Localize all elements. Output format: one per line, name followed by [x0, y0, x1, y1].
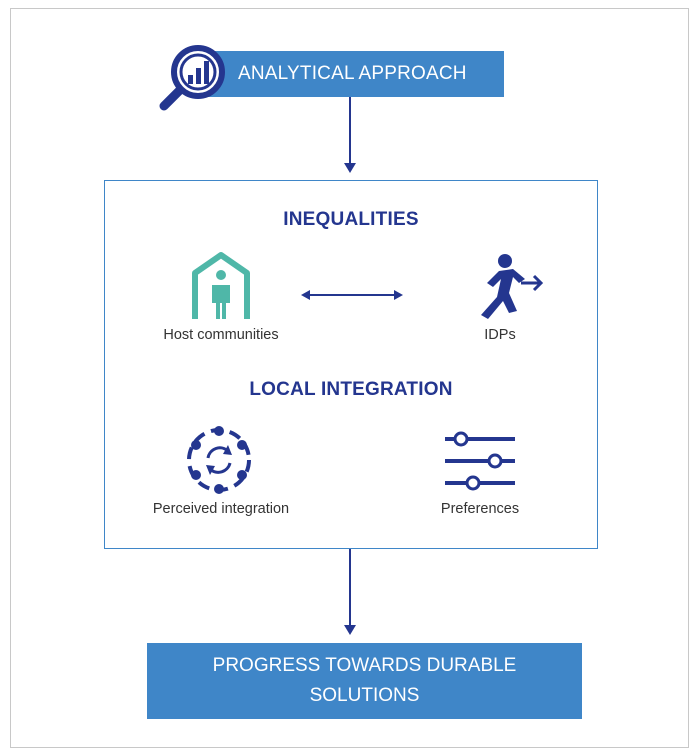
sliders-icon — [445, 431, 515, 491]
durable-solutions-line2: SOLUTIONS — [309, 685, 420, 706]
circular-integration-icon — [187, 426, 251, 494]
analytical-approach-banner: ANALYTICAL APPROACH — [202, 51, 504, 97]
perceived-integration-label: Perceived integration — [152, 501, 290, 517]
magnifier-chart-icon — [159, 45, 225, 111]
durable-solutions-line1: PROGRESS TOWARDS DURABLE — [212, 655, 517, 676]
double-arrow-icon — [301, 290, 403, 300]
preferences-label: Preferences — [440, 501, 520, 517]
inequalities-title: INEQUALITIES — [283, 209, 419, 230]
analysis-box: INEQUALITIES Host communities IDPs LOCAL… — [104, 180, 598, 549]
host-communities-label: Host communities — [163, 327, 279, 343]
down-arrow-bottom — [344, 549, 356, 635]
analytical-approach-label: ANALYTICAL APPROACH — [238, 63, 467, 84]
displaced-person-icon — [481, 254, 544, 319]
local-integration-title: LOCAL INTEGRATION — [249, 379, 453, 400]
durable-solutions-banner: PROGRESS TOWARDS DURABLE SOLUTIONS — [147, 643, 582, 719]
host-community-icon — [192, 252, 250, 319]
down-arrow-top — [344, 97, 356, 173]
idps-label: IDPs — [484, 327, 516, 343]
